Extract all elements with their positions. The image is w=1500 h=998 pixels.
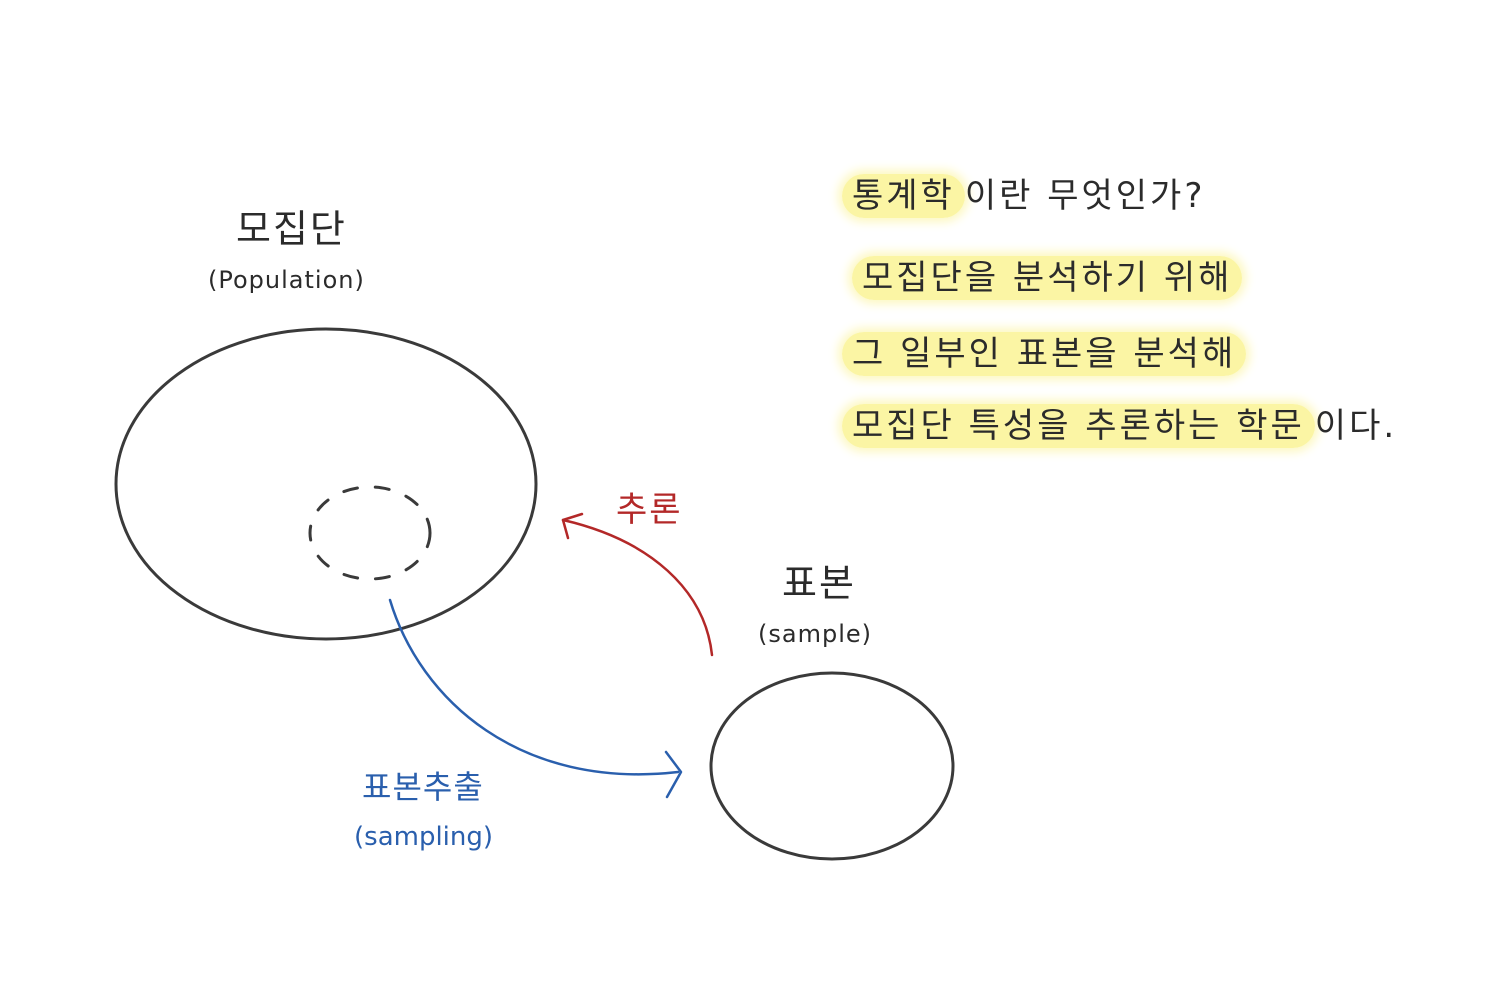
highlight-line-2: 그 일부인 표본을 분석해: [842, 332, 1247, 376]
population-title: 모집단: [236, 207, 347, 251]
inference-label: 추론: [616, 490, 683, 530]
sampling-label: 표본추출: [362, 768, 484, 806]
sample-subtitle: (sample): [758, 620, 872, 648]
definition-line-1: 모집단을 분석하기 위해: [852, 250, 1243, 300]
sampling-arrow: [388, 598, 680, 776]
population-subtitle: (Population): [208, 266, 365, 294]
inference-arrow: [561, 518, 714, 657]
sampling-sublabel: (sampling): [354, 822, 494, 852]
sample-subset-dashed-circle: [308, 485, 432, 581]
sampling-arrowhead-icon: [664, 750, 683, 799]
sample-title: 표본: [782, 561, 856, 605]
sample-ellipse: [709, 671, 955, 861]
inference-arrowhead-icon: [561, 512, 584, 540]
question-rest: 이란 무엇인가?: [964, 176, 1206, 216]
line-3-rest: 이다.: [1314, 406, 1398, 446]
population-ellipse: [114, 327, 538, 641]
definition-line-2: 그 일부인 표본을 분석해: [842, 326, 1247, 376]
highlight-statistics: 통계학: [842, 174, 965, 218]
highlight-line-1: 모집단을 분석하기 위해: [852, 256, 1243, 300]
highlight-line-3: 모집단 특성을 추론하는 학문: [842, 404, 1315, 448]
